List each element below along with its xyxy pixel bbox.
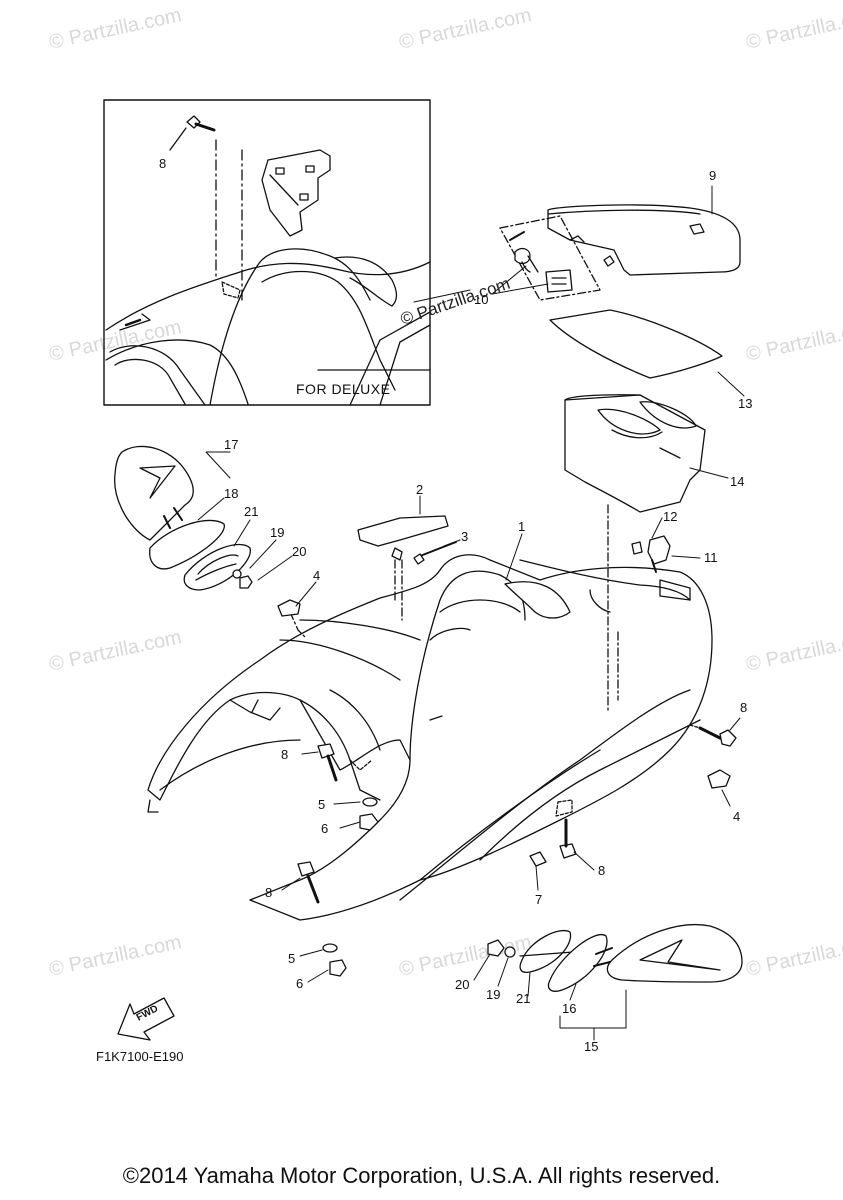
- callout-label: 8: [281, 747, 289, 762]
- callout-label: 6: [321, 821, 329, 836]
- hull-body-1: [147, 504, 713, 921]
- nut-6: [359, 813, 379, 831]
- callout-label: 7: [535, 892, 543, 907]
- bolt-8-right: [698, 726, 722, 740]
- callout-label: 20: [292, 544, 307, 559]
- seat-cover-9: [547, 204, 741, 276]
- clip-7: [529, 851, 547, 867]
- callout-label: 8: [159, 156, 167, 171]
- callout-label: 13: [738, 396, 753, 411]
- callout-label: 8: [740, 700, 748, 715]
- nut-20: [239, 575, 253, 589]
- callout-label: 21: [516, 991, 531, 1006]
- hook-11: [647, 535, 671, 573]
- callout-label: 14: [730, 474, 745, 489]
- bolt-8-left-upper: [317, 743, 373, 782]
- copyright-footer: ©2014 Yamaha Motor Corporation, U.S.A. A…: [122, 1163, 721, 1188]
- callout-label: 18: [224, 486, 239, 501]
- washer-5: [362, 797, 378, 807]
- inset-frame: [103, 99, 431, 406]
- callout-label: 5: [288, 951, 296, 966]
- inset-label: FOR DELUXE: [296, 381, 391, 397]
- callout-label: 9: [709, 168, 717, 183]
- callout-label: 5: [318, 797, 326, 812]
- washer-5-lower: [322, 943, 338, 953]
- callout-label: 11: [704, 550, 718, 565]
- clip-4: [277, 599, 301, 617]
- callout-label: 17: [224, 437, 239, 452]
- callout-label: 21: [244, 504, 259, 519]
- callout-label: 10: [474, 292, 489, 307]
- leader-lines: [197, 185, 745, 1041]
- nut-6-lower: [329, 959, 347, 977]
- callout-label: 4: [733, 809, 741, 824]
- plate-21: [183, 543, 251, 591]
- gasket-16: [547, 933, 608, 992]
- lamp-cover-17: [114, 445, 194, 541]
- washer-19-lower: [504, 946, 516, 958]
- callout-label: 8: [265, 885, 273, 900]
- lamp-cover-15: [593, 924, 743, 983]
- latch-10: [499, 215, 601, 301]
- washer-19: [232, 569, 242, 579]
- callout-label: 19: [270, 525, 285, 540]
- callout-label: 8: [598, 863, 606, 878]
- gasket-18: [149, 519, 225, 570]
- bolt-8-left-lower: [297, 861, 320, 904]
- inset-deluxe-detail: [105, 115, 431, 406]
- callout-label: 19: [486, 987, 501, 1002]
- clip-4-right: [707, 769, 731, 789]
- callout-label: 15: [584, 1039, 599, 1054]
- figure-code: F1K7100-E190: [96, 1049, 184, 1064]
- callout-label: 6: [296, 976, 304, 991]
- mat-13: [549, 309, 723, 379]
- nut-20-lower: [487, 939, 505, 957]
- fwd-arrow-icon: [117, 997, 175, 1041]
- callout-label: 20: [455, 977, 470, 992]
- callout-label: 12: [663, 509, 678, 524]
- plug-12: [631, 541, 643, 555]
- callout-label: 4: [313, 568, 321, 583]
- grab-handle-2: [357, 515, 457, 601]
- callout-label: 1: [518, 519, 526, 534]
- callout-label: 3: [461, 529, 469, 544]
- callout-label: 16: [562, 1001, 577, 1016]
- callout-label: 2: [416, 482, 424, 497]
- storage-tub-14: [564, 394, 706, 513]
